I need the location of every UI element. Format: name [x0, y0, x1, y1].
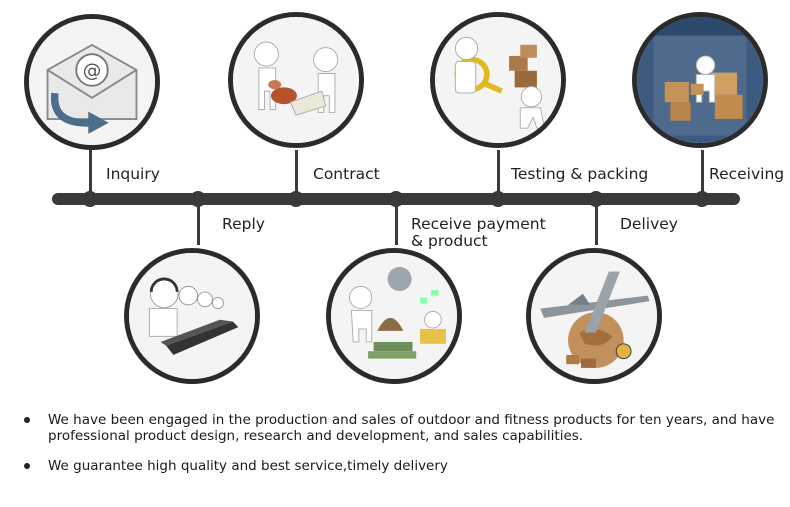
stem-receive-payment — [395, 203, 398, 245]
bullet-item: We have been engaged in the production a… — [20, 412, 780, 444]
step-delivery-image — [526, 248, 662, 384]
bullet-text: We have been engaged in the production a… — [48, 412, 774, 444]
stem-contract — [295, 150, 298, 195]
step-receiving-image — [632, 12, 768, 148]
money-icon — [331, 253, 457, 379]
email-icon: @ — [29, 19, 155, 145]
magnifier-boxes-icon — [435, 17, 561, 143]
step-label-inquiry: Inquiry — [106, 166, 160, 183]
process-diagram: @ — [0, 0, 790, 400]
bullet-item: We guarantee high quality and best servi… — [20, 458, 780, 474]
stem-testing-packing — [497, 150, 500, 195]
step-reply-image — [124, 248, 260, 384]
call-center-icon — [129, 253, 255, 379]
step-label-reply: Reply — [222, 216, 265, 233]
step-label-delivery: Delivey — [620, 216, 678, 233]
stem-inquiry — [89, 150, 92, 195]
step-testing-packing-image — [430, 12, 566, 148]
stem-receiving — [701, 150, 704, 195]
step-label-receive-payment-line2: & product — [411, 233, 488, 250]
step-label-testing-packing: Testing & packing — [511, 166, 648, 183]
bullet-dot — [24, 463, 30, 469]
step-label-receiving: Receiving — [709, 166, 784, 183]
handshake-stamp-icon — [233, 17, 359, 143]
step-label-contract: Contract — [313, 166, 380, 183]
step-label-receive-payment-line1: Receive payment — [411, 216, 546, 233]
stem-delivery — [595, 203, 598, 245]
svg-text:@: @ — [83, 60, 102, 81]
container-icon — [637, 17, 763, 143]
stem-reply — [197, 203, 200, 245]
step-contract-image — [228, 12, 364, 148]
step-inquiry-image: @ — [24, 14, 160, 150]
bullet-dot — [24, 417, 30, 423]
bullet-list: We have been engaged in the production a… — [20, 412, 780, 488]
airplane-globe-icon — [531, 253, 657, 379]
step-receive-payment-image — [326, 248, 462, 384]
bullet-text: We guarantee high quality and best servi… — [48, 458, 448, 474]
